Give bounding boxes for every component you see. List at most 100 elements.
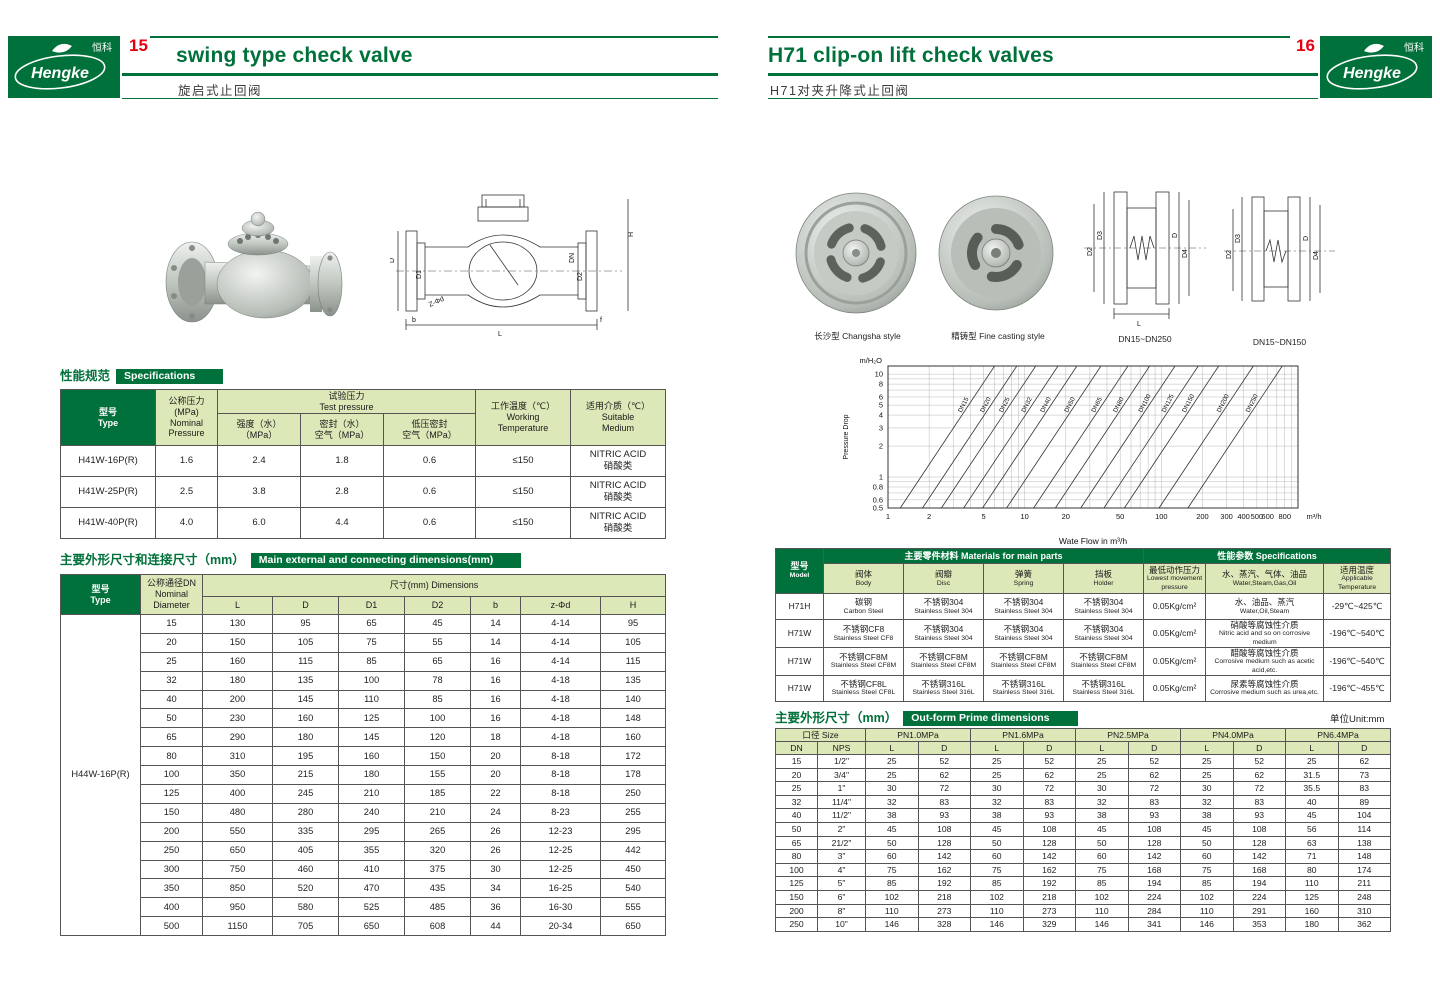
table-cell: 93 [917,808,972,823]
table-cell: 250 [140,840,203,861]
page-number-left: 15 [129,36,148,55]
table-cell: 45 [1285,808,1339,823]
section-title-en: Main external and connecting dimensions(… [250,552,522,568]
table-cell: 265 [404,821,471,842]
table-cell: 210 [404,802,471,823]
table-cell: 400 [140,897,203,918]
table-cell: 0.6 [382,476,477,508]
header-cell: L [865,741,919,755]
table-cell: 56 [1285,821,1339,837]
header-cell: D [1022,741,1077,755]
table-cell: 1.6 [155,445,218,477]
table-cell: 18 [470,727,521,748]
table-cell: 3" [816,849,867,864]
table-cell: 15 [140,614,203,634]
table-cell: 168 [1232,862,1287,878]
dim-label: DN [569,253,576,263]
table-cell: H41W-40P(R) [60,507,156,539]
table-cell: H44W-16P(R) [60,613,141,937]
svg-text:0.5: 0.5 [873,504,883,513]
table-cell: 45 [970,821,1024,837]
drawing-caption: DN15~DN150 [1252,337,1307,347]
table-cell: 83 [1232,794,1287,810]
table-cell: 608 [404,916,471,937]
table-cell: 146 [865,917,919,932]
table-cell: 145 [272,689,339,710]
table-cell: 145 [338,727,405,748]
table-cell: 85 [338,651,405,672]
section-title-cn: 主要外形尺寸和连接尺寸（mm） [60,553,245,567]
table-cell: 4-14 [520,632,601,653]
table-cell: 273 [917,903,972,919]
table-cell: 40 [140,689,203,710]
table-cell: 155 [404,765,471,786]
table-cell: 71 [1285,849,1339,864]
table-cell: H71H [775,593,824,620]
table-cell: 4-18 [520,670,601,691]
table-cell: 110 [1075,903,1129,919]
table-cell: 850 [202,878,273,899]
header-cell: H [599,596,667,615]
table-cell: 72 [1127,781,1182,796]
table-cell: 78 [404,670,471,691]
header-cell: NPS [816,741,867,755]
table-cell: 3.8 [217,476,301,508]
wafer-valve-drawing-large: D3 D2 D D4 L [1080,178,1210,330]
svg-text:5: 5 [879,401,883,410]
table-cell: 0.6 [382,507,477,539]
table-cell: 15 [775,754,818,769]
table-cell: 200 [202,689,273,710]
svg-text:0.6: 0.6 [873,495,883,504]
svg-text:0.8: 0.8 [873,482,883,491]
table-cell: 100 [775,862,818,878]
header-cell: PN2.5MPa [1075,728,1182,742]
table-cell: 194 [1232,876,1287,891]
table-cell: 100 [338,670,405,691]
svg-text:10: 10 [875,370,883,379]
header-cell: 口径 Size [774,728,867,742]
table-cell: 148 [599,708,667,729]
brand-logo-graphic: Hengke 恒科 [14,41,112,90]
table-cell: 16-25 [520,878,601,899]
table-cell: 85 [1075,876,1129,891]
caption-en: Changsha style [842,331,901,341]
table-cell: -196℃~540℃ [1323,619,1392,648]
table-cell: 240 [338,802,405,823]
table-cell: 14 [470,632,521,653]
table-cell: 2" [816,821,867,837]
header-cell: L [970,741,1024,755]
table-cell: 255 [599,802,667,823]
table-cell: 34 [470,878,521,899]
table-cell: 180 [1285,917,1339,932]
svg-text:100: 100 [1155,512,1168,521]
svg-text:2: 2 [927,512,931,521]
header-cell: L [1075,741,1129,755]
table-cell: 89 [1337,794,1392,810]
table-cell: 11/2" [816,808,867,823]
table-cell: 128 [1232,835,1287,851]
table-cell: 280 [272,802,339,823]
header-rule-mid-left [122,73,718,76]
table-cell: 525 [338,897,405,918]
wafer-valve-drawing-small: D3 D2 D D4 [1222,185,1337,330]
